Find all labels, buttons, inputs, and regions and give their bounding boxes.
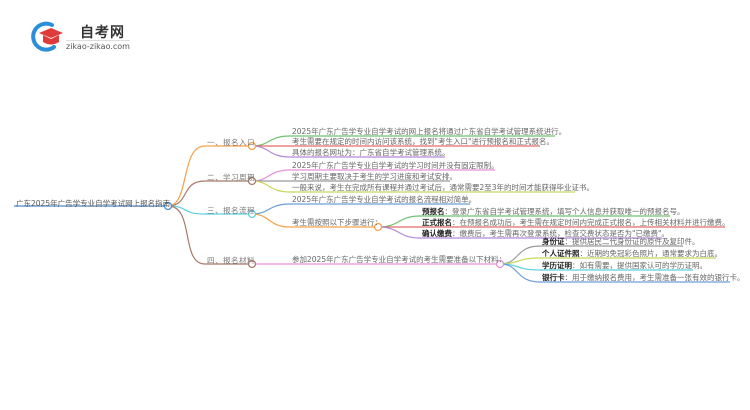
material-education-proof[interactable]: 学历证明：如有需要，提供国家认可的学历证明。: [542, 261, 707, 270]
node-text[interactable]: 考生需要在规定的时间内访问该系统，找到"考生入口"进行预报名和正式报名。: [292, 137, 554, 146]
step-formal-registration[interactable]: 正式报名：在预报名成功后，考生需在规定时间内完成正式报名，上传相关材料并进行缴费…: [422, 218, 730, 227]
node-text[interactable]: 考生需按照以下步骤进行：: [292, 218, 382, 227]
step-pre-registration[interactable]: 预报名：登录广东省自学考试管理系统，填写个人信息并获取唯一的预报名号。: [422, 207, 685, 216]
node-text[interactable]: 2025年广东广告学专业自学考试的报名流程相对简单。: [292, 195, 477, 204]
node-text[interactable]: 具体的报名网址为：广东省自学考试管理系统。: [292, 148, 450, 157]
graduation-cap-icon: [31, 21, 63, 52]
material-desc: ：用于缴纳报名费用，考生需准备一张有效的银行卡。: [564, 273, 745, 282]
material-id-card[interactable]: 身份证：提供居民二代身份证的原件及复印件。: [542, 237, 700, 246]
material-term: 身份证: [542, 237, 565, 246]
step-desc: ：在预报名成功后，考生需在规定时间内完成正式报名，上传相关材料并进行缴费。: [452, 218, 730, 227]
material-desc: ：提供居民二代身份证的原件及复印件。: [564, 237, 700, 246]
step-term: 正式报名: [422, 218, 452, 227]
step-confirm-payment[interactable]: 确认缴费：缴费后，考生需再次登录系统，检查交费状态是否为"已缴费"。: [422, 229, 669, 238]
node-text[interactable]: 参加2025年广东广告学专业自学考试的考生需要准备以下材料：: [292, 255, 507, 264]
material-term: 银行卡: [542, 273, 565, 282]
node-text[interactable]: 学习周期主要取决于考生的学习进度和考试安排。: [292, 172, 457, 181]
material-term: 学历证明: [542, 261, 572, 270]
material-photo[interactable]: 个人证件照：近期的免冠彩色照片，通常要求为白底。: [542, 249, 722, 258]
step-term: 预报名: [422, 207, 445, 216]
branch-study-period[interactable]: 二、学习周期: [207, 173, 255, 182]
node-text[interactable]: 2025年广东广告学专业自学考试的网上报名将通过广东省自学考试管理系统进行。: [292, 127, 567, 136]
step-desc: ：登录广东省自学考试管理系统，填写个人信息并获取唯一的预报名号。: [444, 207, 685, 216]
branch-registration-materials[interactable]: 四、报名材料: [207, 256, 255, 265]
material-desc: ：近期的免冠彩色照片，通常要求为白底。: [579, 249, 723, 258]
node-text[interactable]: 一般来说，考生在完成所有课程并通过考试后，通常需要2至3年的时间才能获得毕业证书…: [292, 183, 595, 192]
site-logo[interactable]: 自考网 zikao-zikao.com: [30, 20, 200, 52]
material-desc: ：如有需要，提供国家认可的学历证明。: [572, 261, 707, 270]
branch-registration-process[interactable]: 三、报名流程: [207, 206, 255, 215]
logo-title: 自考网: [80, 25, 125, 41]
branch-registration-entry[interactable]: 一、报名入口: [207, 138, 255, 147]
step-term: 确认缴费: [422, 229, 452, 238]
node-text[interactable]: 2025年广东广告学专业自学考试的学习时间并没有固定限制。: [292, 161, 499, 170]
material-bank-card[interactable]: 银行卡：用于缴纳报名费用，考生需准备一张有效的银行卡。: [542, 273, 745, 282]
logo-url: zikao-zikao.com: [66, 40, 130, 51]
step-desc: ：缴费后，考生需再次登录系统，检查交费状态是否为"已缴费"。: [452, 229, 669, 238]
material-term: 个人证件照: [542, 249, 580, 258]
mindmap-root[interactable]: 广东2025年广告学专业自学考试网上报名指南: [16, 199, 171, 208]
